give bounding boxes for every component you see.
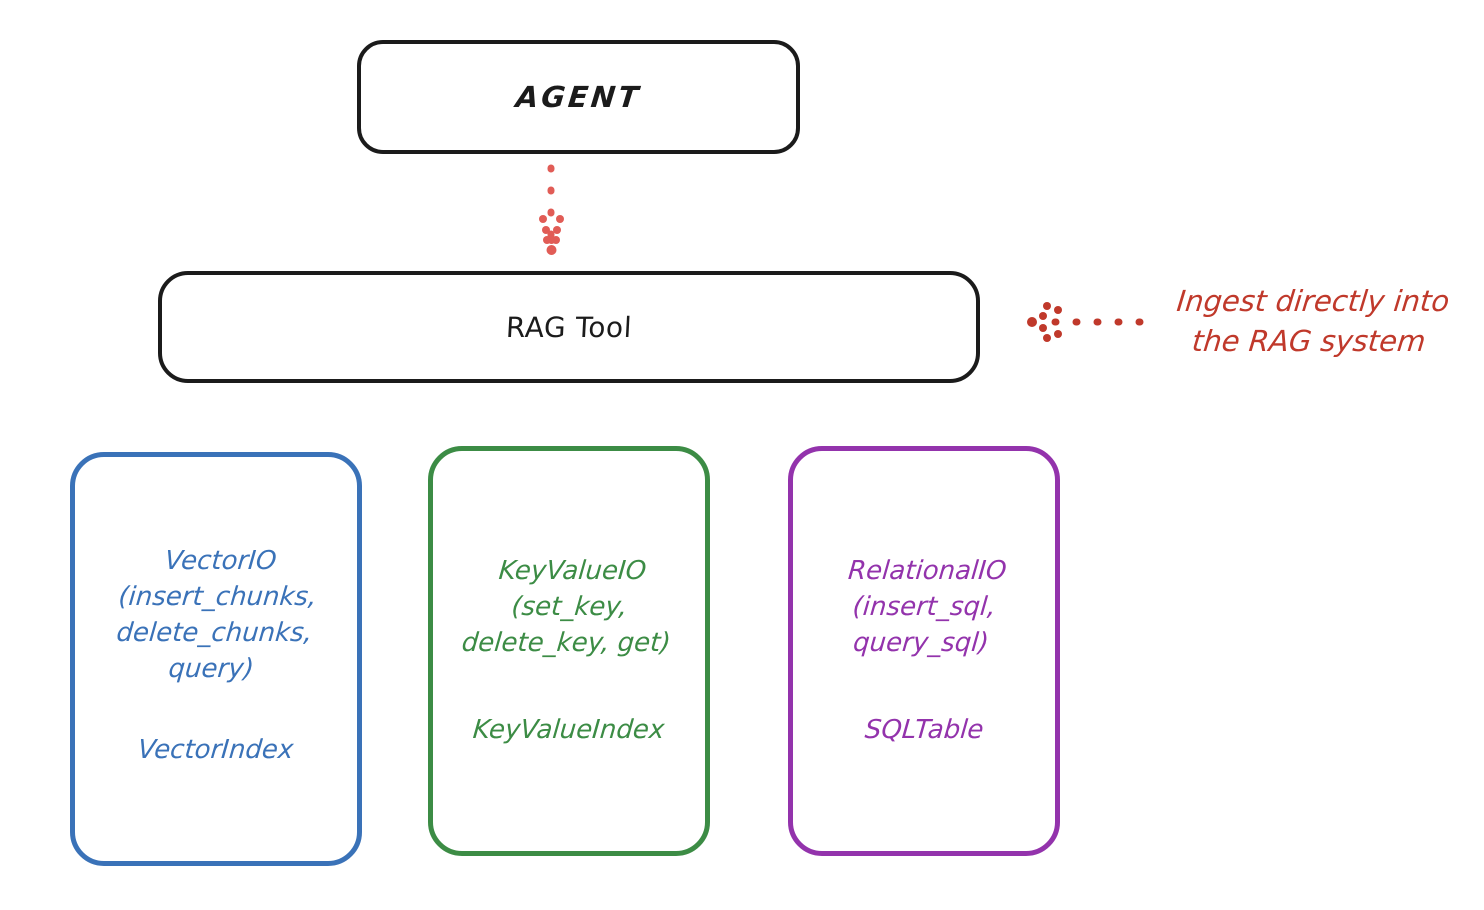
node-agent-label: AGENT: [514, 80, 643, 114]
node-relational-io-label: RelationalIO (insert_sql, query_sql): [846, 556, 1008, 658]
node-key-value-io-label: KeyValueIO (set_key, delete_key, get): [460, 556, 672, 658]
node-agent[interactable]: AGENT: [357, 40, 800, 154]
node-key-value-io-index: KeyValueIndex: [472, 715, 666, 745]
node-rag-tool[interactable]: RAG Tool: [158, 271, 980, 383]
connector-agent-to-rag-tool: [539, 164, 564, 255]
node-rag-tool-label: RAG Tool: [505, 310, 633, 344]
annotation-ingest: Ingest directly into the RAG system: [1175, 284, 1452, 358]
node-relational-io-index: SQLTable: [863, 715, 985, 745]
node-vector-io-label: VectorIO (insert_chunks, delete_chunks, …: [115, 546, 318, 684]
node-relational-io[interactable]: RelationalIO (insert_sql, query_sql) SQL…: [788, 446, 1060, 856]
node-vector-io-index: VectorIndex: [136, 735, 295, 765]
node-key-value-io[interactable]: KeyValueIO (set_key, delete_key, get) Ke…: [428, 446, 710, 856]
node-vector-io[interactable]: VectorIO (insert_chunks, delete_chunks, …: [70, 452, 362, 866]
connector-ingest-to-rag-tool: [1027, 302, 1144, 342]
